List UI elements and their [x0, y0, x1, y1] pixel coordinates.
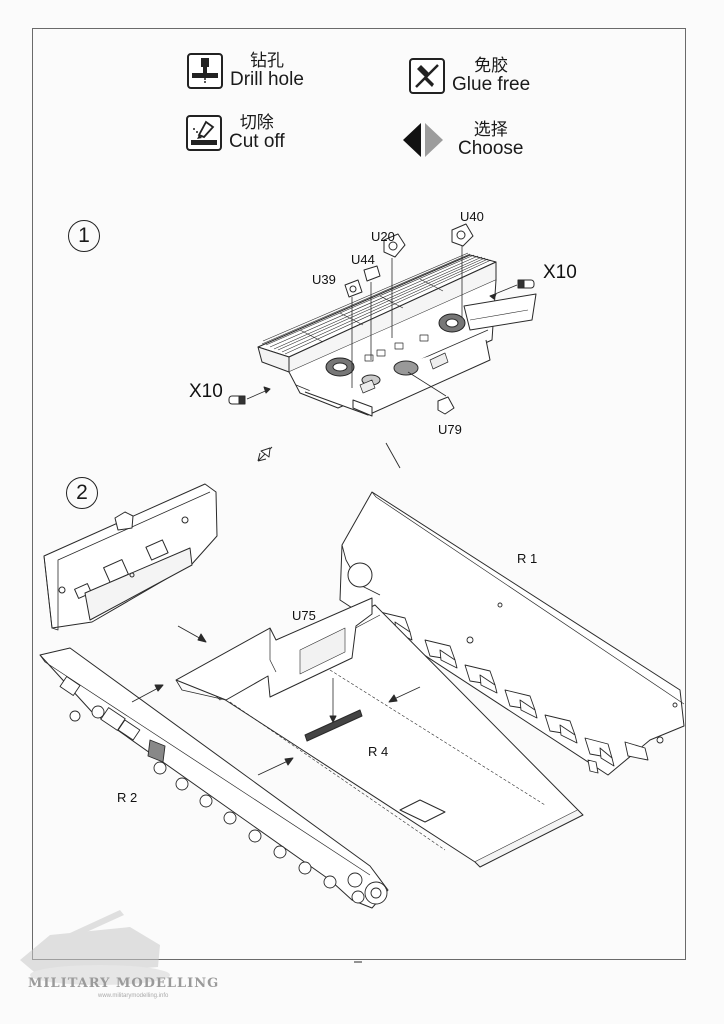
- watermark-text: MILITARY MODELLING: [28, 976, 220, 991]
- part-label-u39: U39: [312, 272, 336, 287]
- part-label-r2: R 2: [117, 790, 138, 805]
- glue-cn-label: 免胶: [474, 56, 509, 76]
- rear-plate-part: [43, 483, 218, 631]
- cut-cn-label: 切除: [239, 113, 274, 133]
- step-1-number: 1: [68, 220, 100, 252]
- legend-glue-free: 免胶 Glue free: [409, 58, 530, 94]
- drill-en-label: Drill hole: [230, 69, 304, 90]
- glue-en-label: Glue free: [452, 74, 531, 95]
- bulkhead-u75-part: [175, 597, 373, 701]
- part-label-u40: U40: [460, 209, 484, 224]
- legend-drill-hole: 钻孔 Drill hole: [187, 53, 304, 89]
- legend-cut-off: 切除 Cut off: [186, 115, 285, 151]
- watermark-tank-logo: [20, 910, 170, 985]
- quantity-label-x10-right: X10: [543, 262, 577, 283]
- choose-cn-label: 选择: [473, 120, 508, 140]
- drill-icon: [187, 53, 223, 89]
- part-label-u79: U79: [438, 422, 462, 437]
- part-label-u20: U20: [371, 229, 395, 244]
- part-label-r4: R 4: [368, 744, 389, 759]
- cut-en-label: Cut off: [229, 131, 285, 152]
- hull-side-r2-part: [39, 647, 389, 909]
- cut-knife-icon: [186, 115, 222, 151]
- page-frame: [32, 28, 686, 960]
- choose-arrows-icon: [401, 120, 445, 160]
- choose-en-label: Choose: [458, 138, 524, 159]
- no-glue-icon: [409, 58, 445, 94]
- hull-side-r1-part: [339, 491, 685, 776]
- step-2-number: 2: [66, 477, 98, 509]
- legend-choose: 选择 Choose: [401, 120, 524, 160]
- engine-deck-part: [228, 223, 537, 417]
- watermark-url: www.militarymodelling.info: [98, 993, 169, 999]
- part-label-r1: R 1: [517, 551, 538, 566]
- drill-cn-label: 钻孔: [249, 51, 284, 71]
- quantity-label-x10-left: X10: [189, 381, 223, 402]
- part-label-u44: U44: [351, 252, 375, 267]
- part-label-u75: U75: [292, 608, 316, 623]
